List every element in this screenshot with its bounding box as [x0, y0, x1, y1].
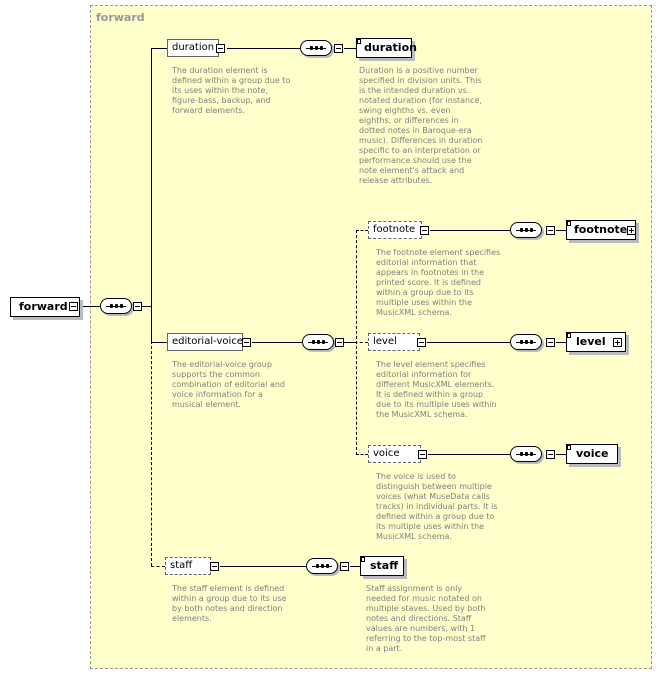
type-footnote-label: footnote	[574, 223, 628, 236]
footnote-collapse-toggle[interactable]	[420, 226, 429, 235]
editorial-voice-collapse-toggle[interactable]	[242, 338, 251, 347]
staff-doc: The staff element is defined within a gr…	[172, 584, 287, 623]
duration-sequence-collapse-toggle[interactable]	[334, 44, 343, 53]
editorial-voice-label: editorial-voice	[172, 336, 243, 347]
staff-sequence-collapse-toggle[interactable]	[340, 562, 349, 571]
voice-sequence-compositor[interactable]	[510, 446, 542, 462]
staff-label: staff	[170, 560, 193, 571]
staff-collapse-toggle[interactable]	[210, 562, 219, 571]
root-collapse-toggle[interactable]	[69, 302, 78, 311]
type-voice[interactable]: voice	[566, 444, 618, 464]
duration-doc: The duration element is defined within a…	[172, 66, 291, 115]
staff-type-doc: Staff assignment is only needed for musi…	[366, 584, 486, 653]
footnote-sequence-compositor[interactable]	[510, 222, 542, 238]
footnote-label: footnote	[373, 224, 416, 235]
level-label: level	[373, 336, 397, 347]
type-footnote[interactable]: footnote	[566, 220, 636, 240]
footnote-sequence-collapse-toggle[interactable]	[546, 226, 555, 235]
element-voice[interactable]: voice	[368, 445, 421, 463]
root-sequence-compositor[interactable]	[100, 298, 132, 314]
level-collapse-toggle[interactable]	[417, 338, 426, 347]
voice-collapse-toggle[interactable]	[418, 450, 427, 459]
complex-type-icon	[567, 221, 571, 226]
editorial-voice-sequence-compositor[interactable]	[302, 334, 334, 350]
element-level[interactable]: level	[368, 333, 420, 351]
level-sequence-compositor[interactable]	[510, 334, 542, 350]
voice-sequence-collapse-toggle[interactable]	[546, 450, 555, 459]
type-duration-label: duration	[364, 41, 417, 54]
group-editorial-voice[interactable]: editorial-voice	[167, 333, 243, 351]
duration-collapse-toggle[interactable]	[216, 44, 225, 53]
duration-type-doc: Duration is a positive number specified …	[359, 66, 483, 185]
root-element-forward[interactable]: forward	[10, 297, 80, 317]
group-title: forward	[96, 11, 145, 24]
editorial-voice-sequence-collapse-toggle[interactable]	[335, 338, 344, 347]
simple-type-icon	[357, 39, 361, 44]
voice-doc: The voice is used to distinguish between…	[376, 472, 498, 541]
element-duration[interactable]: duration	[167, 39, 219, 57]
element-staff[interactable]: staff	[165, 557, 211, 575]
level-doc: The level element specifies editorial in…	[376, 360, 497, 419]
level-sequence-collapse-toggle[interactable]	[546, 338, 555, 347]
type-voice-label: voice	[576, 447, 609, 460]
root-sequence-collapse-toggle[interactable]	[133, 302, 142, 311]
editorial-voice-doc: The editorial-voice group supports the c…	[172, 360, 285, 409]
type-staff-label: staff	[370, 559, 399, 572]
type-duration[interactable]: duration	[356, 38, 417, 58]
footnote-expand-toggle[interactable]	[627, 226, 636, 235]
duration-sequence-compositor[interactable]	[300, 40, 332, 56]
duration-label: duration	[172, 42, 215, 53]
complex-type-icon	[567, 333, 571, 338]
simple-type-icon	[361, 557, 365, 562]
simple-type-icon	[567, 445, 571, 450]
type-staff[interactable]: staff	[360, 556, 404, 576]
element-footnote[interactable]: footnote	[368, 221, 422, 239]
type-level-label: level	[576, 335, 606, 348]
level-expand-toggle[interactable]	[613, 338, 622, 347]
staff-sequence-compositor[interactable]	[306, 558, 338, 574]
type-level[interactable]: level	[566, 332, 626, 352]
footnote-doc: The footnote element specifies editorial…	[376, 248, 501, 317]
voice-label: voice	[373, 448, 400, 459]
root-label: forward	[19, 300, 68, 313]
